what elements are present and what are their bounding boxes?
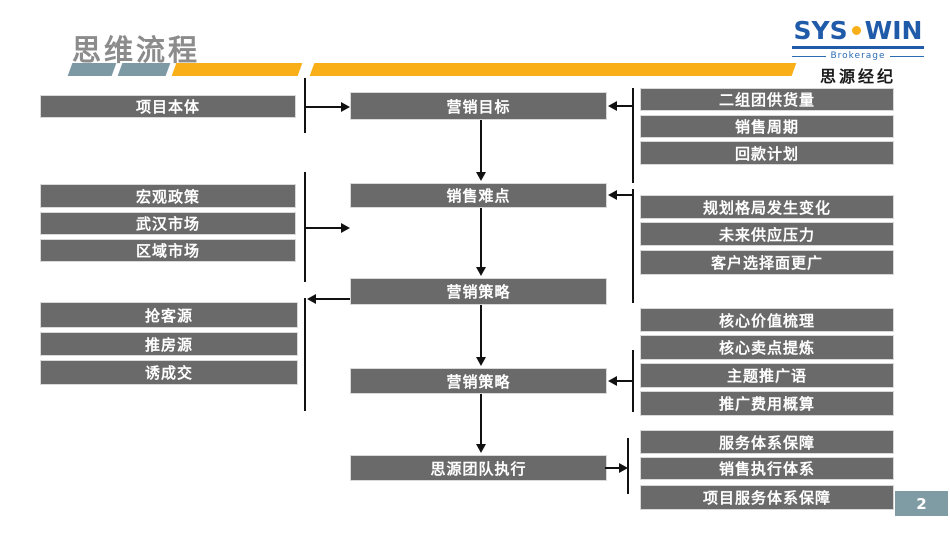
connector-supply-to-goal-line [616,105,633,107]
connector-project-bracket-line [304,78,306,133]
box-siyuan-team-execution: 思源团队执行 [350,455,607,481]
arrow-left-icon [608,190,617,200]
decor-bar-orange-2 [309,63,797,76]
logo-rule-right [889,55,925,57]
connector-goal-to-difficulty-line [480,120,482,173]
box-sales-cycle: 销售周期 [640,115,894,138]
arrow-down-icon [476,357,486,366]
box-planning-change: 规划格局发生变化 [640,195,894,219]
page-title: 思维流程 [72,33,201,67]
box-project-service-system: 项目服务体系保障 [640,485,894,510]
connector-tactics-bracket-line [304,298,306,411]
connector-strategy1-to-strategy2-line [480,305,482,358]
syswin-logo: SYS WIN Brokerage 思源经纪 [792,16,925,87]
connector-strategy-to-strategy2-line [616,380,633,382]
decor-chevron-teal-2 [117,63,171,76]
box-push-listings: 推房源 [40,332,298,356]
arrow-left-icon [608,376,617,386]
box-core-selling-point: 核心卖点提炼 [640,335,894,360]
connector-challenges-to-difficulty-line [616,194,633,196]
arrow-down-icon [476,172,486,181]
arrow-left-icon [608,101,617,111]
box-marketing-strategy-1: 营销策略 [350,278,607,305]
connector-strategy-bracket-line [632,350,634,412]
logo-dot-icon [851,26,861,35]
connector-market-to-center-line [305,227,341,229]
logo-sys-text: SYS [793,16,848,45]
box-induce-deals: 诱成交 [40,360,298,385]
arrow-down-icon [476,444,486,453]
arrow-left-icon [307,294,316,304]
logo-wordmark: SYS WIN [792,16,924,49]
connector-strategy2-to-execution-line [480,394,482,445]
connector-challenges-bracket-line [632,189,634,303]
connector-project-to-goal-line [305,106,341,108]
box-service-system: 服务体系保障 [640,430,894,454]
page-number-badge: 2 [895,491,948,516]
connector-supply-bracket-line [632,88,634,183]
connector-strategy-to-tactics-line [316,298,350,300]
connector-service-bracket-line [627,438,629,494]
box-marketing-strategy-2: 营销策略 [350,368,607,394]
connector-difficulty-to-strategy1-line [480,208,482,268]
decor-bar-orange-1 [171,63,303,76]
box-payment-plan: 回款计划 [640,141,894,165]
box-sales-execution-system: 销售执行体系 [640,457,894,480]
box-grab-customers: 抢客源 [40,302,298,328]
box-future-supply-pressure: 未来供应压力 [640,222,894,246]
box-macro-policy: 宏观政策 [40,184,296,208]
box-wuhan-market: 武汉市场 [40,212,296,235]
arrow-right-icon [341,102,350,112]
arrow-down-icon [476,267,486,276]
logo-win-text: WIN [864,16,923,45]
box-marketing-goal: 营销目标 [350,92,607,120]
box-customer-choice: 客户选择面更广 [640,250,894,275]
logo-subtitle: Brokerage [830,51,886,61]
box-promotion-budget: 推广费用概算 [640,391,894,416]
box-project-body: 项目本体 [40,95,296,118]
logo-subtitle-row: Brokerage [792,51,925,61]
box-sales-difficulty: 销售难点 [350,183,607,208]
connector-execution-to-service-line [605,467,620,469]
arrow-right-icon [341,223,350,233]
box-supply-volume: 二组团供货量 [640,88,894,111]
arrow-right-icon [619,463,628,473]
decor-chevron-teal-1 [67,63,117,76]
box-core-value: 核心价值梳理 [640,308,894,332]
logo-rule-left [792,55,827,57]
logo-company-name: 思源经纪 [819,67,896,86]
box-theme-slogan: 主题推广语 [640,363,894,388]
box-district-market: 区域市场 [40,239,296,262]
